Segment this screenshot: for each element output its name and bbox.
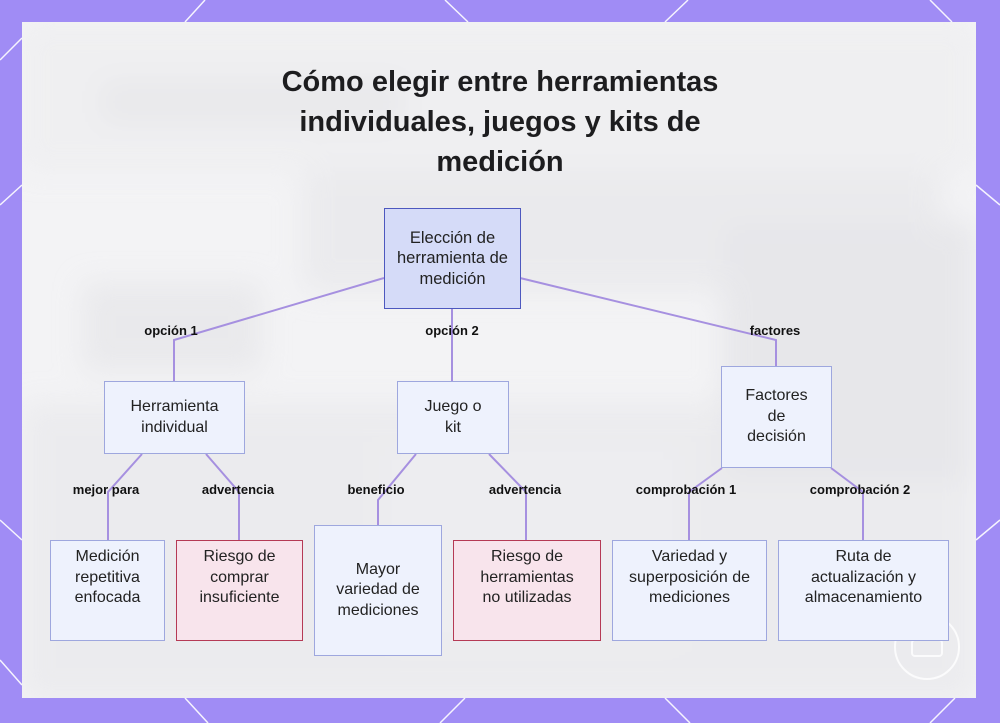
node-individual-label: Herramienta individual (111, 397, 238, 438)
edge-label-benefit: beneficio (347, 482, 404, 497)
node-risk-insufficient-label: Riesgo de comprar insuficiente (183, 547, 296, 609)
edge-label-best-for: mejor para (73, 482, 139, 497)
edge-best-for (108, 454, 142, 540)
edge-label-warning1: advertencia (202, 482, 274, 497)
node-kit: Juego o kit (397, 381, 509, 454)
node-overlap: Variedad y superposición de mediciones (612, 540, 767, 641)
edge-check2 (831, 468, 863, 540)
node-repetitive: Medición repetitiva enfocada (50, 540, 165, 641)
node-repetitive-label: Medición repetitiva enfocada (68, 547, 148, 609)
node-root: Elección de herramienta de medición (384, 208, 521, 309)
node-variety-label: Mayor variedad de mediciones (331, 560, 426, 622)
edge-label-check2: comprobación 2 (810, 482, 910, 497)
edge-check1 (689, 468, 722, 540)
edge-warning1 (206, 454, 239, 540)
edge-factors (520, 278, 776, 366)
node-risk-insufficient: Riesgo de comprar insuficiente (176, 540, 303, 641)
node-root-label: Elección de herramienta de medición (391, 228, 514, 290)
node-variety: Mayor variedad de mediciones (314, 525, 442, 656)
node-upgrade-label: Ruta de actualización y almacenamiento (794, 547, 934, 609)
node-factors: Factores de decisión (721, 366, 832, 468)
node-overlap-label: Variedad y superposición de mediciones (627, 547, 752, 609)
edge-label-warning2: advertencia (489, 482, 561, 497)
node-risk-unused-label: Riesgo de herramientas no utilizadas (470, 547, 585, 609)
edge-option1 (174, 278, 384, 381)
edge-label-option2: opción 2 (425, 323, 478, 338)
node-individual: Herramienta individual (104, 381, 245, 454)
edge-label-option1: opción 1 (144, 323, 197, 338)
edge-label-factors: factores (750, 323, 801, 338)
node-kit-label: Juego o kit (418, 397, 488, 438)
node-factors-label: Factores de decisión (737, 386, 817, 448)
edge-label-check1: comprobación 1 (636, 482, 736, 497)
node-upgrade: Ruta de actualización y almacenamiento (778, 540, 949, 641)
edge-warning2 (489, 454, 526, 540)
node-risk-unused: Riesgo de herramientas no utilizadas (453, 540, 601, 641)
